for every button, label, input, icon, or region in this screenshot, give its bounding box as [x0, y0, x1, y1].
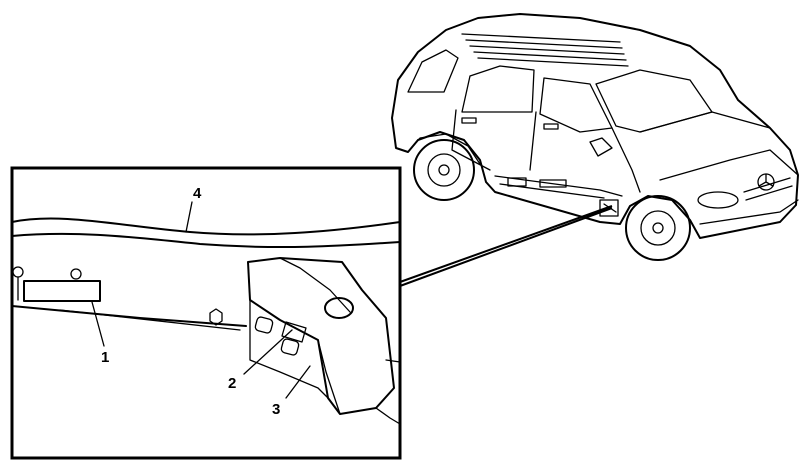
callout-label-1: 1 — [101, 349, 109, 366]
vehicle-illustration — [391, 13, 799, 261]
callout-label-3: 3 — [272, 401, 280, 418]
callout-label-2: 2 — [228, 375, 236, 392]
detail-view: 4 1 2 3 — [10, 166, 402, 460]
detail-leader-line — [399, 205, 613, 287]
callout-label-4: 4 — [193, 185, 202, 202]
